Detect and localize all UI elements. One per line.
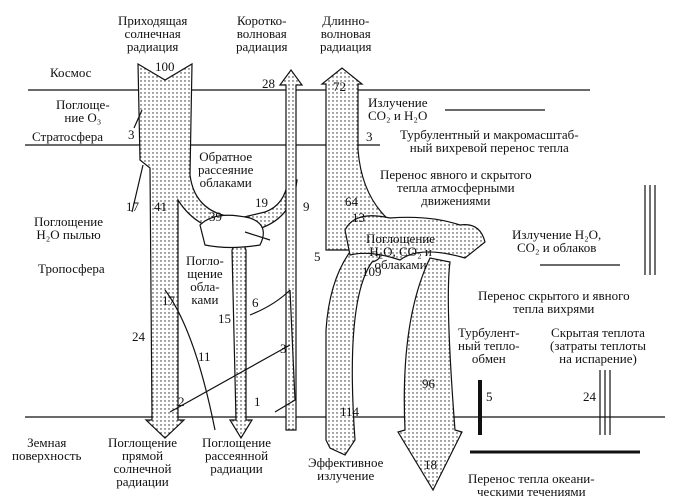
value-longwave-out: 72 xyxy=(333,79,346,94)
label-ozone: Поглоще- ние O₃ xyxy=(56,97,110,125)
value-15: 15 xyxy=(218,311,231,326)
value-6: 6 xyxy=(252,295,259,310)
surface-emission-arrow xyxy=(325,239,381,456)
label-turbulent-exchange: Турбулент- ный тепло- обмен xyxy=(458,325,520,366)
layer-space: Космос xyxy=(50,65,92,80)
value-17b: 17 xyxy=(162,293,175,308)
ozone-arrow xyxy=(133,109,143,129)
layer-troposphere: Тропосфера xyxy=(38,261,105,276)
label-turbulent-macro: Турбулентный и макромасштаб- ный вихрево… xyxy=(400,127,579,155)
value-1: 1 xyxy=(254,394,261,409)
value-shortwave-out: 28 xyxy=(262,76,275,91)
reflect-path-2 xyxy=(169,344,291,413)
back-radiation-arrow xyxy=(397,257,463,492)
value-turbulent: 5 xyxy=(486,389,493,404)
header-longwave: Длинно- волновая радиация xyxy=(320,13,372,54)
label-diffuse-absorption: Поглощение рассеянной радиации xyxy=(202,435,272,476)
cloud-reflect-6 xyxy=(249,289,291,316)
label-direct-absorption: Поглощение прямой солнечной радиации xyxy=(108,435,178,489)
value-2: 2 xyxy=(178,394,185,409)
label-co2-h2o-emission: Излучение CO₂ и H₂O xyxy=(368,95,428,123)
value-net: 18 xyxy=(424,457,437,472)
label-gas-cloud-absorption: Поглощение H₂O, CO₂ и облаками xyxy=(366,231,436,272)
value-64: 64 xyxy=(345,194,358,209)
diffuse-path-17 xyxy=(164,289,216,431)
label-atm-motion: Перенос явного и скрытого тепла атмосфер… xyxy=(380,167,532,208)
label-effective-emission: Эффективное излучение xyxy=(308,455,384,483)
latent-heat-arrow xyxy=(599,370,611,435)
value-co2-strat: 3 xyxy=(366,129,373,144)
layer-surface: Земная поверхность xyxy=(12,435,82,463)
value-114: 114 xyxy=(340,404,360,419)
label-cloud-absorption: Поглo- щение обла- ками xyxy=(186,253,224,307)
shortwave-reflected-arrow xyxy=(278,68,304,431)
value-109: 109 xyxy=(362,264,382,279)
value-five-left: 5 xyxy=(314,249,321,264)
value-13: 13 xyxy=(352,210,365,225)
header-shortwave: Коротко- волновая радиация xyxy=(236,13,288,54)
scatter-arrow xyxy=(244,231,271,241)
value-24-left: 24 xyxy=(132,329,145,344)
label-ocean-transfer: Перенос тепла океани- ческими течениями xyxy=(468,471,595,499)
low-cloud-shape xyxy=(199,214,264,249)
value-dust: 17 xyxy=(126,199,139,214)
value-backscatter: 19 xyxy=(255,195,268,210)
label-h2o-co2-cloud-emission: Излучение H₂O, CO₂ и облаков xyxy=(512,227,602,255)
label-latent-heat: Скрытая теплота (затраты теплоты на испа… xyxy=(550,325,646,366)
label-backscatter: Обратное рассеяние облаками xyxy=(198,149,254,190)
vertical-transfer-arrow xyxy=(644,185,656,275)
layer-stratosphere: Стратосфера xyxy=(32,129,103,144)
dust-arrow xyxy=(131,164,144,213)
value-3b: 3 xyxy=(280,341,287,356)
cloud-shape xyxy=(344,215,486,261)
value-ozone: 3 xyxy=(128,127,135,142)
header-incoming: Приходящая солнечная радиация xyxy=(118,13,188,54)
value-11: 11 xyxy=(198,349,211,364)
label-eddy-transfer: Перенос скрытого и явного тепла вихрями xyxy=(478,288,630,316)
diffuse-path-3 xyxy=(274,289,296,413)
label-dust: Поглощение H₂O пылью xyxy=(34,214,104,242)
value-96: 96 xyxy=(422,376,435,391)
value-latent: 24 xyxy=(583,389,596,404)
value-direct-down: 41 xyxy=(154,199,167,214)
value-scatter: 39 xyxy=(209,209,222,224)
direct-down-arrow xyxy=(228,233,254,440)
incoming-solar-arrow xyxy=(137,62,298,439)
value-incoming: 100 xyxy=(155,59,175,74)
value-nine: 9 xyxy=(303,199,310,214)
